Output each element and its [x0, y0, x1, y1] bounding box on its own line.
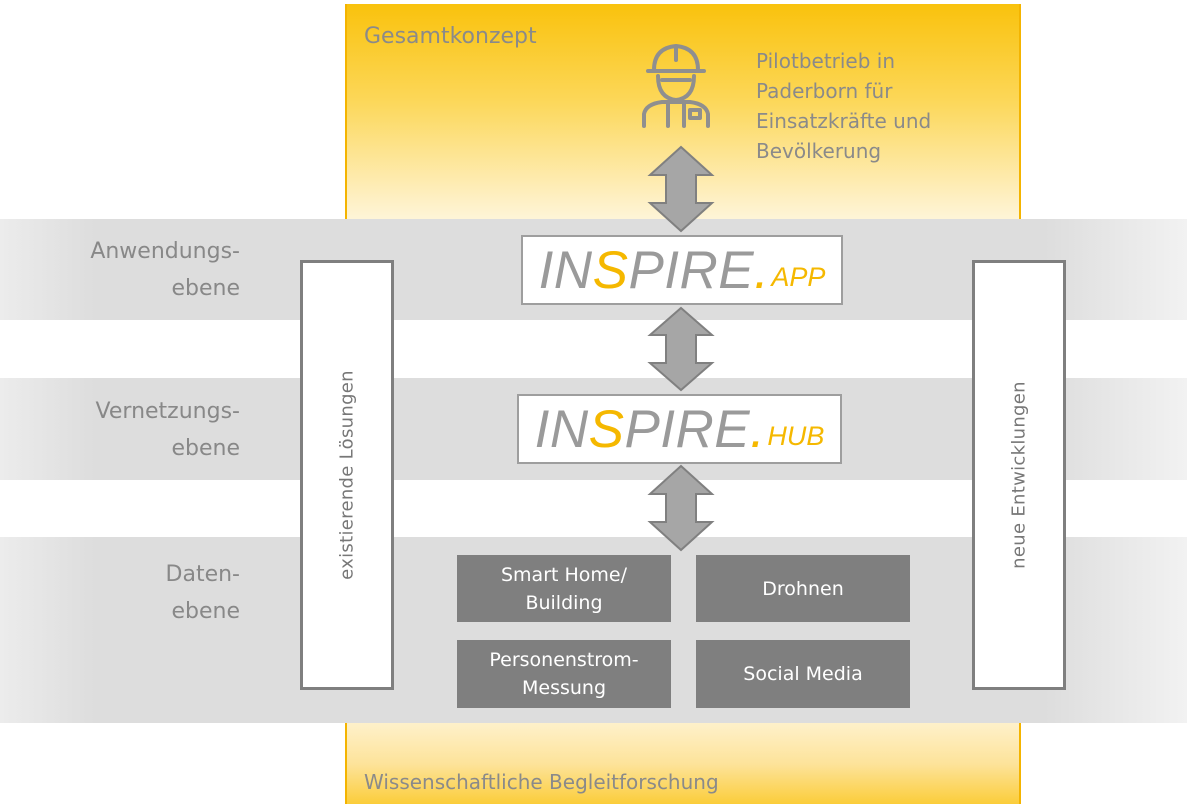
source-social-media: Social Media	[696, 640, 910, 708]
double-arrow-icon	[647, 464, 715, 552]
layer-label-line: Vernetzungs-	[95, 399, 240, 424]
new-developments-box: neue Entwicklungen	[972, 260, 1066, 690]
firefighter-icon	[642, 44, 710, 128]
source-crowd-measurement: Personenstrom- Messung	[457, 640, 671, 708]
inspire-hub-wordmark: INSPIRE.	[535, 399, 766, 460]
double-arrow-icon	[647, 306, 715, 392]
layer-label-line: ebene	[171, 436, 240, 461]
source-smart-home: Smart Home/Building	[457, 555, 671, 622]
logo-prefix: IN	[538, 240, 593, 300]
logo-prefix: IN	[534, 399, 589, 459]
layer-label-line: Daten-	[165, 562, 240, 587]
pilot-line-4: Bevölkerung	[756, 139, 882, 163]
pilot-line-1: Pilotbetrieb in	[756, 49, 896, 73]
inspire-app-wordmark: INSPIRE.	[539, 240, 770, 301]
inspire-hub-suffix: HUB	[767, 420, 825, 451]
layer-label-line: Anwendungs-	[90, 239, 240, 264]
inspire-app-logo: INSPIRE.APP	[521, 235, 843, 305]
layer-label-data: Daten- ebene	[0, 556, 240, 630]
source-label: Smart Home/	[500, 563, 628, 586]
existing-solutions-label: existierende Lösungen	[336, 370, 358, 580]
source-label: Personenstrom-	[489, 649, 639, 671]
concept-footer: Wissenschaftliche Begleitforschung	[364, 770, 719, 794]
logo-dot: .	[750, 399, 766, 459]
logo-dot: .	[754, 240, 770, 300]
logo-rest: PIRE	[624, 399, 751, 459]
source-label: Messung	[521, 677, 607, 699]
inspire-app-suffix: APP	[771, 261, 826, 292]
pilot-line-2: Paderborn für	[756, 79, 893, 103]
pilot-text: Pilotbetrieb in Paderborn für Einsatzkrä…	[756, 46, 931, 166]
source-label: Social Media	[743, 663, 863, 685]
new-developments-label: neue Entwicklungen	[1008, 381, 1030, 569]
pilot-line-3: Einsatzkräfte und	[756, 109, 932, 133]
source-label: Building	[525, 591, 603, 614]
concept-title: Gesamtkonzept	[364, 24, 537, 49]
inspire-hub-logo: INSPIRE.HUB	[517, 394, 842, 464]
double-arrow-icon	[647, 145, 715, 233]
source-drones: Drohnen	[696, 555, 910, 622]
layer-label-line: ebene	[171, 599, 240, 624]
source-label: Drohnen	[762, 577, 844, 600]
existing-solutions-box: existierende Lösungen	[300, 260, 394, 690]
layer-label-application: Anwendungs- ebene	[0, 233, 240, 307]
logo-highlight: S	[588, 399, 625, 459]
logo-highlight: S	[592, 240, 629, 300]
layer-label-network: Vernetzungs- ebene	[0, 393, 240, 467]
logo-rest: PIRE	[628, 240, 755, 300]
layer-label-line: ebene	[171, 276, 240, 301]
